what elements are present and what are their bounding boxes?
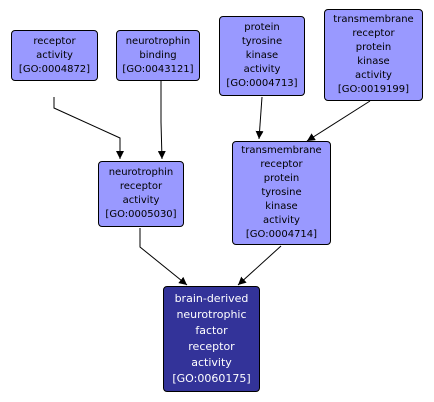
- go-node-neurotrophin-receptor-activity[interactable]: neurotrophin receptor activity [GO:00050…: [98, 161, 184, 227]
- node-line: activity: [122, 195, 160, 206]
- node-line: [GO:0004713]: [226, 78, 298, 89]
- node-line: neurotrophin: [108, 167, 174, 178]
- node-line: [GO:0060175]: [172, 372, 251, 385]
- node-line: activity: [243, 64, 281, 75]
- node-line: protein: [355, 42, 392, 53]
- node-line: neurotrophic: [176, 308, 247, 321]
- node-line: [GO:0005030]: [105, 209, 177, 220]
- node-line: transmembrane: [333, 14, 414, 25]
- node-line: activity: [36, 49, 73, 61]
- edge-n6-n7: [237, 245, 282, 286]
- node-line: receptor: [188, 340, 235, 353]
- node-line: activity: [191, 356, 232, 369]
- go-node-transmembrane-receptor-protein-kinase-activity[interactable]: transmembrane receptor protein kinase ac…: [324, 9, 423, 101]
- node-line: brain-derived: [174, 292, 249, 305]
- node-line: kinase: [357, 56, 390, 67]
- node-line: receptor: [33, 35, 76, 47]
- node-line: kinase: [265, 201, 298, 212]
- node-line: tyrosine: [261, 187, 302, 198]
- node-line: transmembrane: [241, 145, 322, 156]
- node-line: binding: [139, 49, 177, 61]
- node-line: protein: [263, 173, 300, 184]
- edge-n3-n6: [255, 96, 264, 140]
- node-line: neurotrophin: [125, 35, 191, 47]
- node-line: [GO:0019199]: [337, 84, 410, 95]
- go-node-protein-tyrosine-kinase-activity[interactable]: protein tyrosine kinase activity [GO:000…: [219, 16, 305, 96]
- node-line: receptor: [119, 181, 163, 192]
- node-line: [GO:0004714]: [245, 229, 318, 240]
- go-node-transmembrane-receptor-protein-tyrosine-kinase-activity[interactable]: transmembrane receptor protein tyrosine …: [232, 141, 331, 245]
- node-line: [GO:0043121]: [122, 63, 194, 75]
- go-node-bdnf-receptor-activity[interactable]: brain-derived neurotrophic factor recept…: [163, 286, 260, 392]
- edge-n4-n6: [306, 100, 371, 142]
- node-line: receptor: [352, 28, 395, 39]
- edge-n5-n7: [139, 228, 188, 286]
- edge-n2-n5: [157, 80, 166, 160]
- node-line: receptor: [260, 159, 303, 170]
- edge-n1-n5: [53, 97, 124, 159]
- node-line: kinase: [245, 50, 279, 61]
- node-line: tyrosine: [241, 36, 283, 47]
- go-node-receptor-activity[interactable]: receptor activity [GO:0004872]: [11, 30, 98, 81]
- node-line: activity: [263, 215, 300, 226]
- node-line: activity: [355, 70, 392, 81]
- go-node-neurotrophin-binding[interactable]: neurotrophin binding [GO:0043121]: [116, 30, 200, 81]
- node-line: protein: [244, 22, 280, 33]
- node-line: factor: [195, 324, 228, 337]
- node-line: [GO:0004872]: [18, 63, 91, 75]
